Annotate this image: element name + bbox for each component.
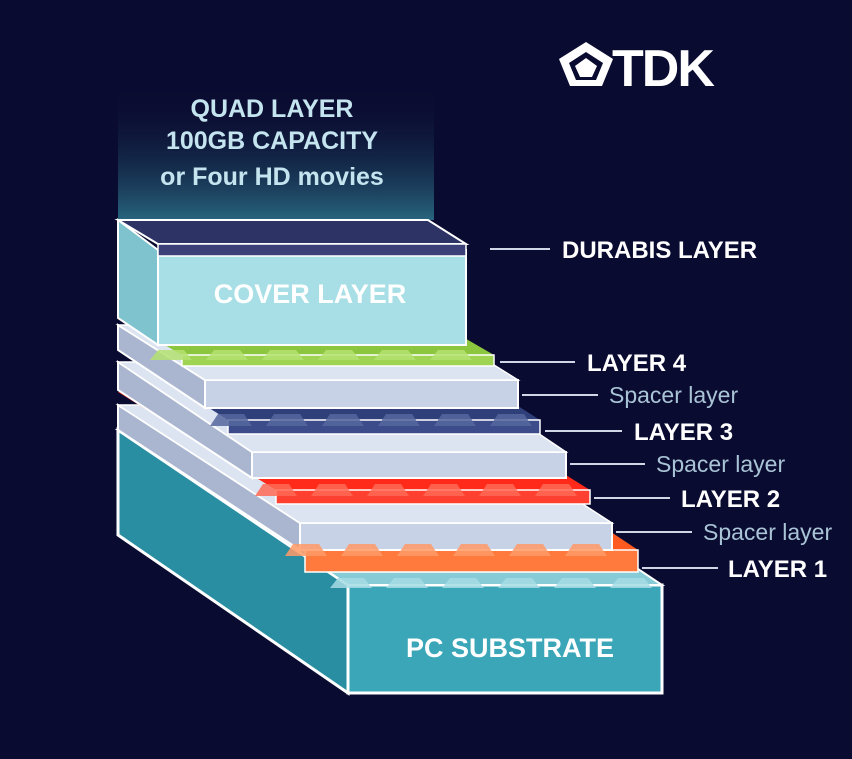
groove-ridge [311, 484, 353, 496]
groove-ridge [430, 350, 472, 360]
groove-ridge [210, 414, 252, 426]
label-spacer2: Spacer layer [656, 451, 785, 477]
header-glow [118, 85, 434, 220]
groove-ridge [206, 350, 248, 360]
label-spacer1: Spacer layer [609, 382, 738, 408]
groove-ridge [378, 414, 420, 426]
groove-ridge [150, 350, 192, 360]
groove-textures [150, 350, 652, 588]
layer-1-grooves [285, 544, 607, 556]
label-layer4: LAYER 4 [587, 350, 687, 377]
tdk-star-icon [559, 42, 613, 86]
groove-ridge [434, 414, 476, 426]
layer-2-grooves [255, 484, 577, 496]
groove-ridge [453, 544, 495, 556]
layer-3-grooves [210, 414, 532, 426]
groove-ridge [330, 578, 372, 588]
layer-4-grooves [150, 350, 472, 360]
leader-lines [490, 248, 718, 569]
groove-ridge [554, 578, 596, 588]
groove-ridge [266, 414, 308, 426]
label-layer1: LAYER 1 [728, 556, 827, 583]
groove-ridge [322, 414, 364, 426]
groove-ridge [255, 484, 297, 496]
cover-label: COVER LAYER [214, 279, 407, 309]
durabis-layer [114, 219, 470, 257]
groove-ridge [535, 484, 577, 496]
groove-ridge [509, 544, 551, 556]
groove-ridge [610, 578, 652, 588]
groove-ridge [318, 350, 360, 360]
groove-ridge [397, 544, 439, 556]
header-line-1: QUAD LAYER [191, 95, 354, 123]
groove-ridge [341, 544, 383, 556]
substrate-label: PC SUBSTRATE [406, 633, 614, 663]
tdk-logo: TDK [559, 40, 717, 98]
label-durabis: DURABIS LAYER [562, 237, 757, 264]
cover-layer-block: COVER LAYER [117, 218, 467, 347]
groove-ridge [442, 578, 484, 588]
header-line-3: or Four HD movies [160, 163, 384, 191]
groove-ridge [423, 484, 465, 496]
header-line-2: 100GB CAPACITY [166, 127, 378, 155]
groove-ridge [386, 578, 428, 588]
groove-ridge [565, 544, 607, 556]
groove-ridge [374, 350, 416, 360]
groove-ridge [367, 484, 409, 496]
groove-ridge [498, 578, 540, 588]
substrate-grooves [330, 578, 652, 588]
groove-ridge [479, 484, 521, 496]
label-layer3: LAYER 3 [634, 419, 733, 446]
groove-ridge [262, 350, 304, 360]
label-spacer3: Spacer layer [703, 519, 832, 545]
groove-ridge [285, 544, 327, 556]
label-layer2: LAYER 2 [681, 486, 780, 513]
groove-ridge [490, 414, 532, 426]
tdk-logo-text: TDK [612, 40, 715, 98]
